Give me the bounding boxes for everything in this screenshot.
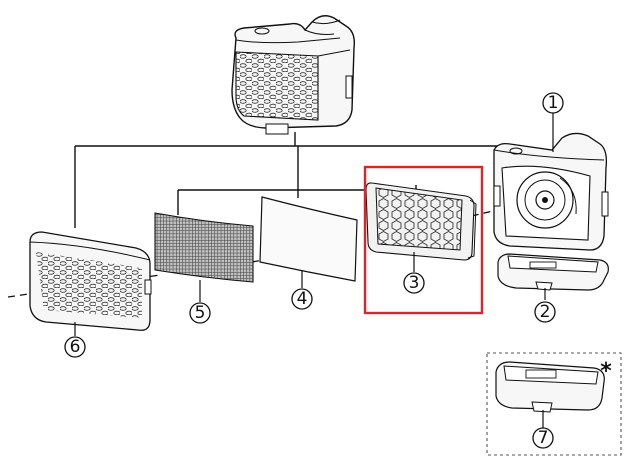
svg-text:6: 6 [70,337,81,357]
svg-text:2: 2 [540,302,551,322]
accessory-asterisk: * [600,359,612,384]
svg-text:4: 4 [297,289,308,309]
assembled-unit-drawing [231,15,356,135]
callout-6: 6 [64,336,86,358]
rear-housing-drawing [493,132,609,251]
callout-5: 5 [189,302,211,324]
svg-text:7: 7 [538,428,549,448]
battery-drawing [497,253,609,291]
callout-4: 4 [291,288,313,310]
filter-pad-drawing [259,196,358,282]
callout-3: 3 [403,272,425,294]
svg-text:5: 5 [195,303,206,323]
front-cover-drawing [29,231,152,331]
accessory-dashed-box [486,352,622,456]
main-filter-drawing [365,182,477,261]
callout-2: 2 [534,301,556,323]
callout-leaders [74,113,554,428]
callout-1: 1 [542,92,564,114]
callout-7: 7 [532,427,554,449]
highlight-frame [363,165,484,315]
svg-text:1: 1 [548,93,559,113]
accessory-battery-drawing [495,361,605,413]
mesh-prefilter-drawing [154,212,254,283]
svg-text:3: 3 [409,273,420,293]
